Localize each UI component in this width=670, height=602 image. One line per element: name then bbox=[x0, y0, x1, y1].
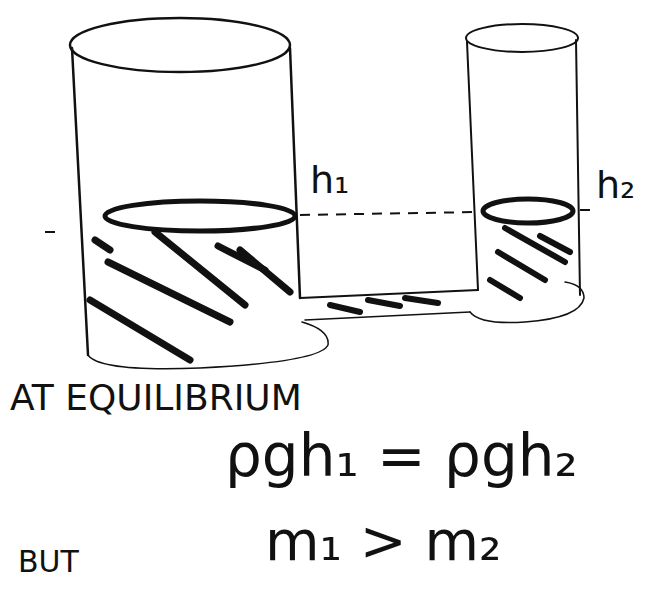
cylinder-bottom bbox=[470, 282, 584, 323]
cylinder-wall bbox=[290, 48, 300, 298]
small-cylinder bbox=[466, 24, 584, 323]
connecting-tube bbox=[300, 290, 478, 320]
water-surface bbox=[105, 201, 295, 231]
height-label: h₂ bbox=[596, 165, 635, 207]
height-label: h₁ bbox=[310, 160, 349, 202]
note-word: BUT bbox=[18, 545, 79, 578]
inequality: m₁ > m₂ bbox=[265, 510, 502, 572]
cylinder-wall bbox=[467, 42, 478, 290]
large-cylinder bbox=[70, 18, 328, 369]
cylinder-wall bbox=[576, 40, 580, 295]
cylinder-bottom bbox=[88, 322, 328, 369]
water-hatching bbox=[90, 232, 290, 360]
cylinder-top bbox=[70, 18, 290, 72]
cylinder-top bbox=[466, 24, 578, 52]
tube-hatching bbox=[330, 298, 438, 312]
equation: ρgh₁ = ρgh₂ bbox=[225, 425, 578, 489]
water-hatching bbox=[490, 228, 570, 298]
tube-wall bbox=[305, 312, 470, 320]
tube-wall bbox=[300, 290, 478, 298]
note-heading: AT EQUILIBRIUM bbox=[10, 378, 302, 418]
level-line bbox=[45, 210, 596, 232]
cylinder-wall bbox=[72, 48, 88, 355]
water-surface bbox=[483, 199, 573, 223]
